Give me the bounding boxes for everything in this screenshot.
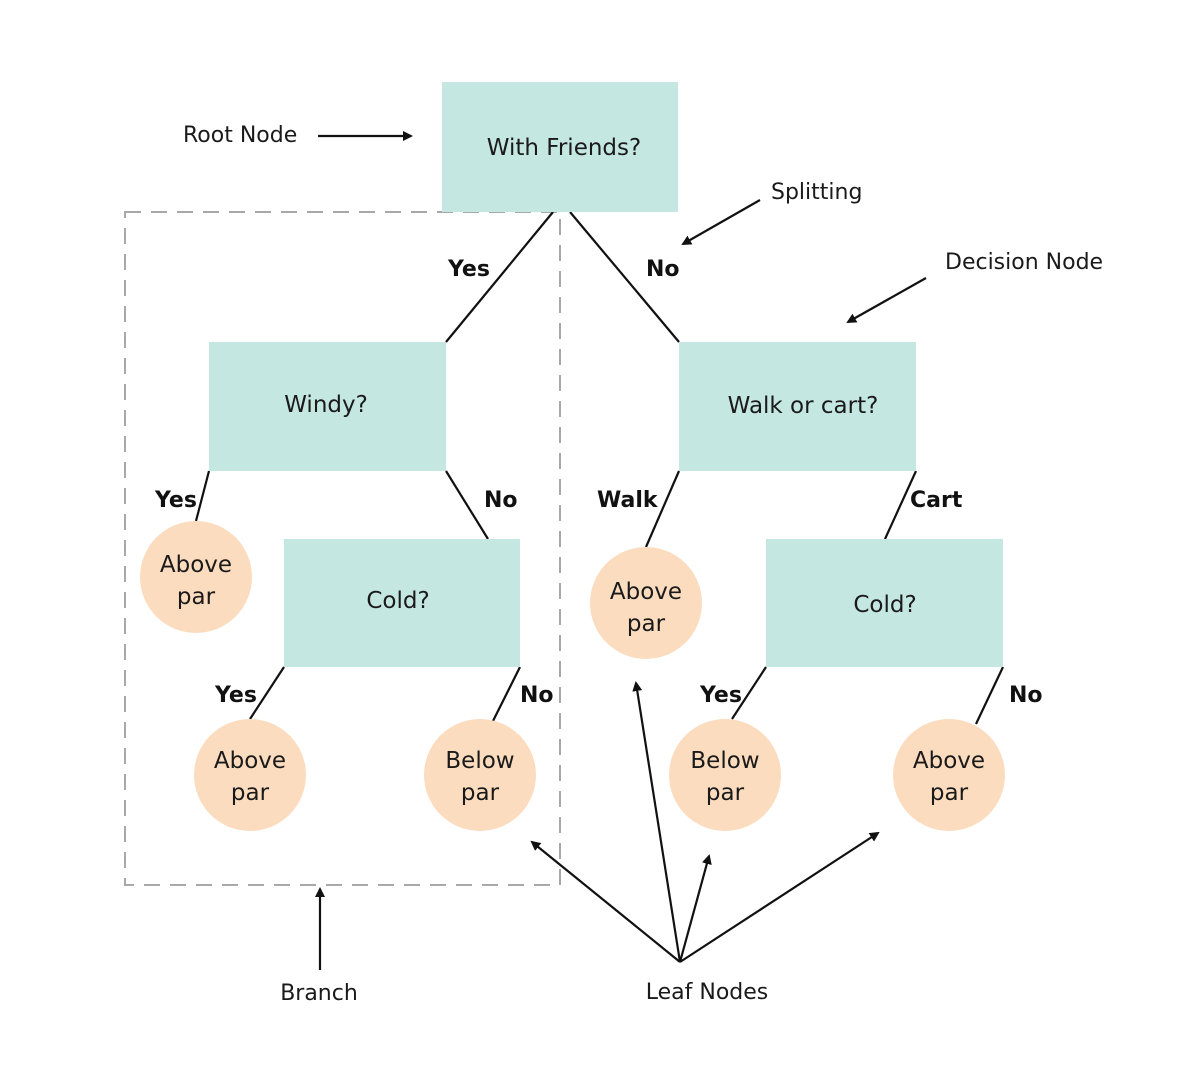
leaf-walk-line1: Above [610,579,682,605]
edge-root-no [569,211,680,343]
arrow-splitting [681,199,761,245]
node-walk-or-cart-label: Walk or cart? [728,393,879,419]
branch-outline [124,211,561,886]
leaf-cold-right-yes-line1: Below [690,748,759,774]
leaf-cold-left-yes-line1: Above [214,748,286,774]
node-windy-label: Windy? [284,392,368,418]
node-root: With Friends? [442,82,678,212]
node-cold-left: Cold? [284,539,520,667]
arrow-decision-node [846,277,927,323]
leaf-cold-left-yes: Above par [194,719,306,831]
edge-label-cold-left-yes: Yes [214,683,257,708]
node-cold-left-label: Cold? [366,588,429,614]
leaf-cold-right-no-line1: Above [913,748,985,774]
edge-cold-left-no [492,666,521,722]
arrow-leaf-to-cold-right-yes [678,854,712,963]
leaf-cold-left-no-line2: par [461,780,500,806]
leaf-cold-left-yes-line2: par [231,780,270,806]
edge-cold-left-yes [249,666,285,720]
edge-cold-right-no [975,666,1004,725]
arrow-leaf-to-cold-right-no [679,831,880,963]
edge-label-cold-right-no: No [1009,683,1043,708]
leaf-cold-right-no-line2: par [930,780,969,806]
leaf-walk: Above par [590,547,702,659]
annotation-decision-node: Decision Node [945,250,1103,275]
edge-windy-yes [194,470,211,522]
annotation-branch: Branch [280,981,358,1006]
edge-label-cold-left-no: No [520,683,554,708]
leaf-cold-right-yes: Below par [669,719,781,831]
leaf-cold-left-no: Below par [424,719,536,831]
node-walk-or-cart: Walk or cart? [679,342,916,471]
node-windy: Windy? [209,342,446,471]
annotation-arrows [315,131,927,970]
node-root-label: With Friends? [487,135,641,161]
edge-windy-no [445,470,489,540]
edge-label-cart: Cart [910,488,963,513]
edge-label-windy-yes: Yes [154,488,197,513]
leaf-windy-yes: Above par [140,521,252,633]
leaf-walk-line2: par [627,611,666,637]
tree-edges [194,211,1004,725]
annotation-root-node: Root Node [183,123,297,148]
leaf-cold-right-no: Above par [893,719,1005,831]
leaf-cold-left-no-line1: Below [445,748,514,774]
edge-walk [644,470,681,548]
edge-label-root-no: No [646,257,680,282]
leaf-cold-right-yes-line2: par [706,780,745,806]
annotation-leaf-nodes: Leaf Nodes [646,980,769,1005]
edge-root-yes [445,211,554,343]
edge-label-windy-no: No [484,488,518,513]
edge-cold-right-yes [731,666,767,720]
edge-cart [883,470,918,540]
node-cold-right-label: Cold? [853,592,916,618]
edge-label-root-yes: Yes [447,257,490,282]
annotation-splitting: Splitting [771,180,862,205]
edge-label-cold-right-yes: Yes [699,683,742,708]
leaf-windy-yes-line2: par [177,584,216,610]
arrow-leaf-to-walk [632,681,682,963]
edge-label-walk: Walk [597,488,659,513]
leaf-windy-yes-line1: Above [160,552,232,578]
arrow-leaf-to-cold-left-no [530,840,681,963]
node-cold-right: Cold? [766,539,1003,667]
